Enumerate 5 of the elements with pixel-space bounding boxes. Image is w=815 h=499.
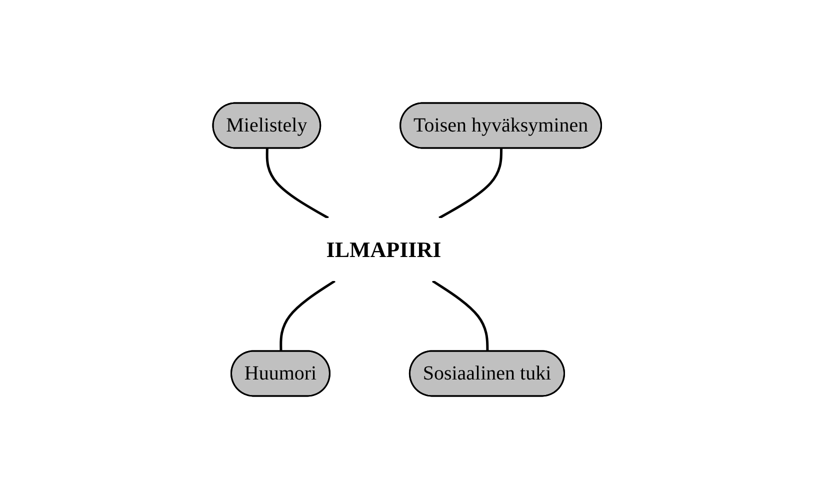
connector (266, 148, 330, 220)
connector (280, 280, 336, 352)
connector (432, 280, 490, 352)
node-text: ILMAPIIRI (326, 236, 442, 262)
connector (438, 148, 503, 220)
